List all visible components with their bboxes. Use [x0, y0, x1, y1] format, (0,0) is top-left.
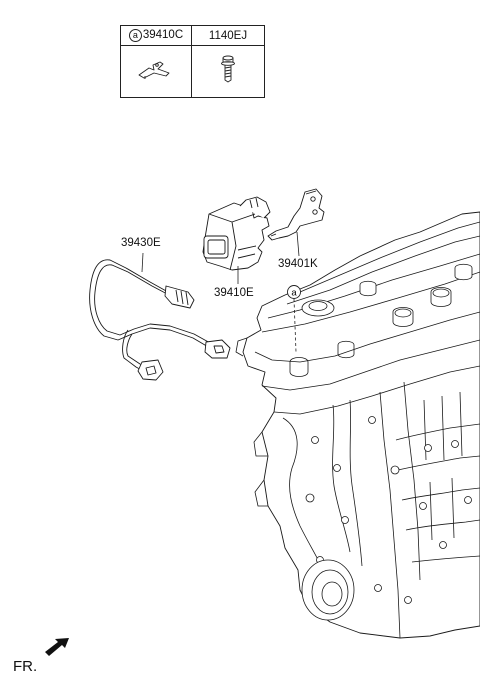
label-39401k: 39401K [278, 258, 318, 270]
engine-block [242, 211, 480, 639]
sensor-39410e [202, 196, 271, 271]
callout-a-letter: a [291, 288, 297, 299]
front-direction-arrow-icon [45, 638, 69, 656]
callout-circle: a [128, 29, 142, 42]
bolt-icon [221, 55, 235, 83]
harness-39430e [89, 259, 231, 381]
part-number: 1140EJ [208, 29, 248, 42]
part-number: 39410C [142, 29, 184, 41]
leader-39401k [296, 231, 300, 257]
label-39430e: 39430E [121, 237, 161, 249]
label-39410e: 39410E [214, 287, 254, 299]
part-image-cell [191, 45, 265, 98]
leader-39430e [141, 252, 144, 273]
part-image-cell [120, 45, 192, 98]
bracket-39401k [267, 188, 325, 241]
callout-a-marker [287, 285, 301, 353]
engine-details [235, 221, 480, 639]
part-header-1140ej: 1140EJ [191, 25, 265, 46]
bracket-icon [138, 61, 170, 79]
front-label: FR. [13, 658, 38, 675]
